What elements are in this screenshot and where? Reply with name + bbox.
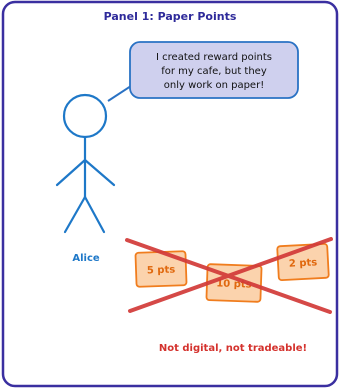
cross-line-2 [128,237,333,313]
paper-card-label: 2 pts [289,257,318,269]
character-name: Alice [72,253,100,264]
speech-line-3: only work on paper! [164,80,264,91]
figure-left-arm [55,158,87,187]
paper-card-label: 5 pts [147,265,176,277]
speech-line-1: I created reward points [156,52,272,63]
speech-bubble: I created reward points for my cafe, but… [107,41,299,102]
speech-bubble-body [129,41,299,99]
speech-bubble-tail [107,85,132,102]
figure-right-leg [83,195,106,234]
speech-line-2: for my cafe, but they [161,66,267,77]
stick-figure [55,93,116,234]
panel-title: Panel 1: Paper Points [104,10,237,23]
figure-right-arm [83,158,116,187]
caption: Not digital, not tradeable! [159,343,307,354]
figure-left-leg [63,195,87,234]
cross-out-mark [125,237,333,314]
